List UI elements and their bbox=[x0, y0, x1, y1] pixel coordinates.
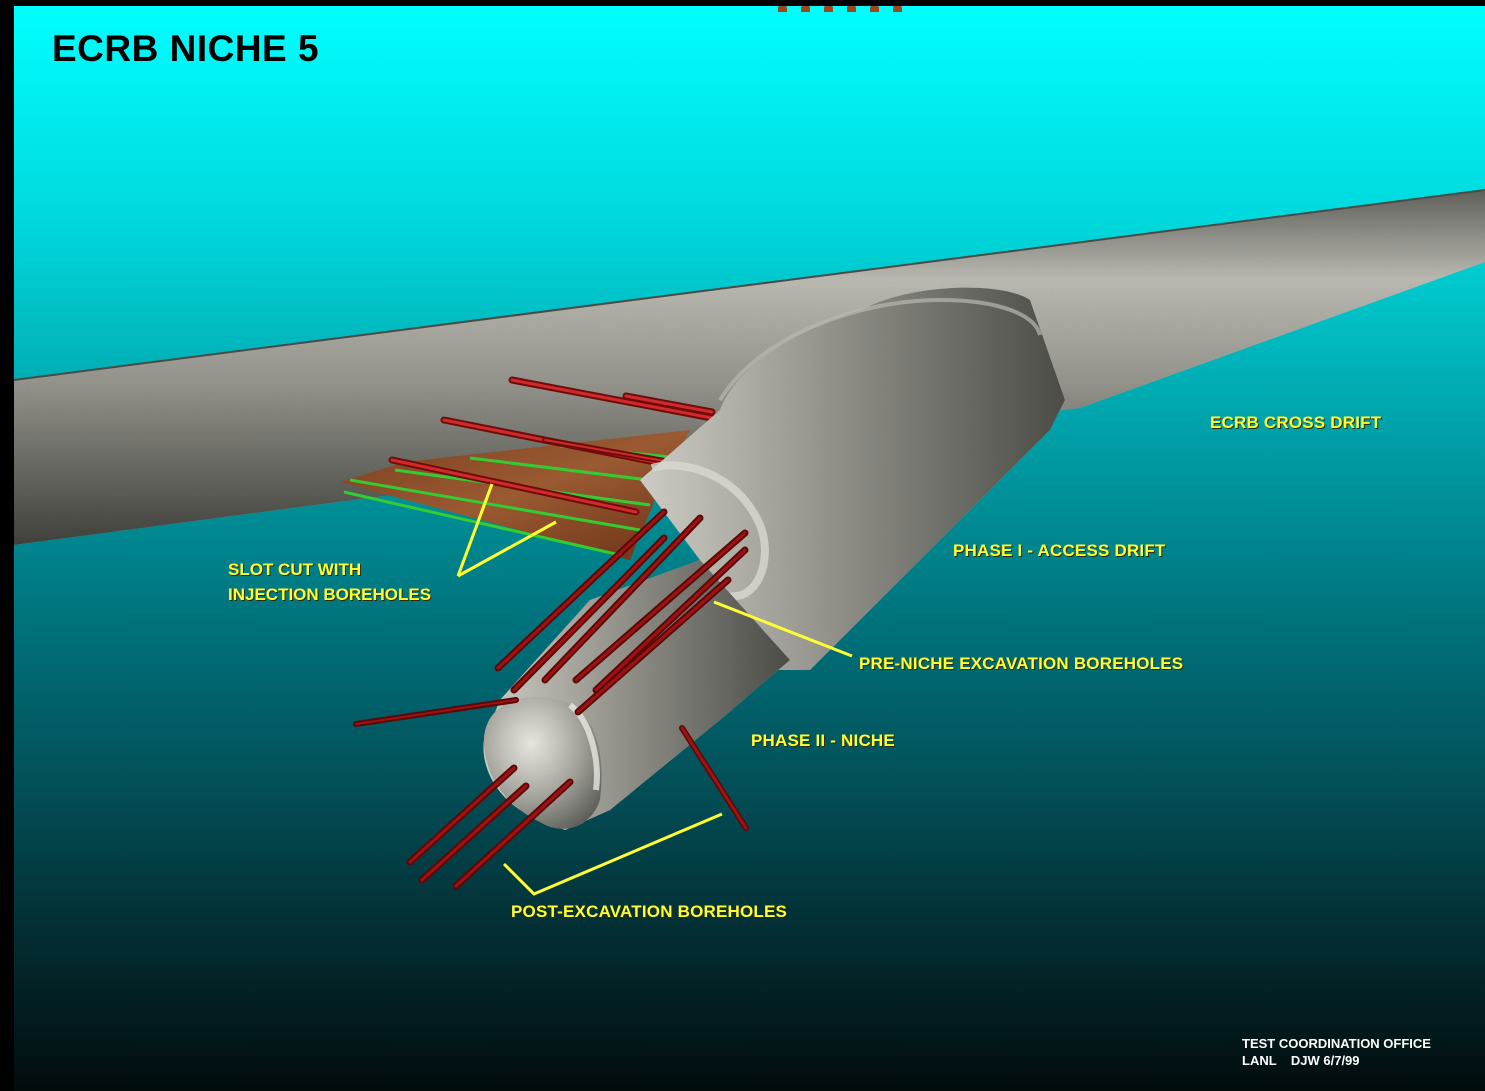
access-drift-label: PHASE I - ACCESS DRIFT bbox=[953, 539, 1166, 563]
credits-office: TEST COORDINATION OFFICE bbox=[1242, 1035, 1431, 1052]
slot-cut-label-line1: SLOT CUT WITH bbox=[228, 557, 431, 582]
tunnel-diagram bbox=[14, 6, 1485, 1091]
credits-author-date: LANL DJW 6/7/99 bbox=[1242, 1052, 1431, 1069]
cross-drift-label: ECRB CROSS DRIFT bbox=[1210, 411, 1381, 435]
credits: TEST COORDINATION OFFICE LANL DJW 6/7/99 bbox=[1242, 1035, 1431, 1069]
slot-cut-label-line2: INJECTION BOREHOLES bbox=[228, 582, 431, 607]
niche-label: PHASE II - NICHE bbox=[751, 729, 895, 753]
slide: ECRB NICHE 5 bbox=[14, 6, 1485, 1091]
pre-niche-boreholes-label: PRE-NICHE EXCAVATION BOREHOLES bbox=[859, 652, 1183, 676]
post-excavation-boreholes-label: POST-EXCAVATION BOREHOLES bbox=[511, 900, 787, 924]
slot-cut-label: SLOT CUT WITH INJECTION BOREHOLES bbox=[228, 557, 431, 607]
